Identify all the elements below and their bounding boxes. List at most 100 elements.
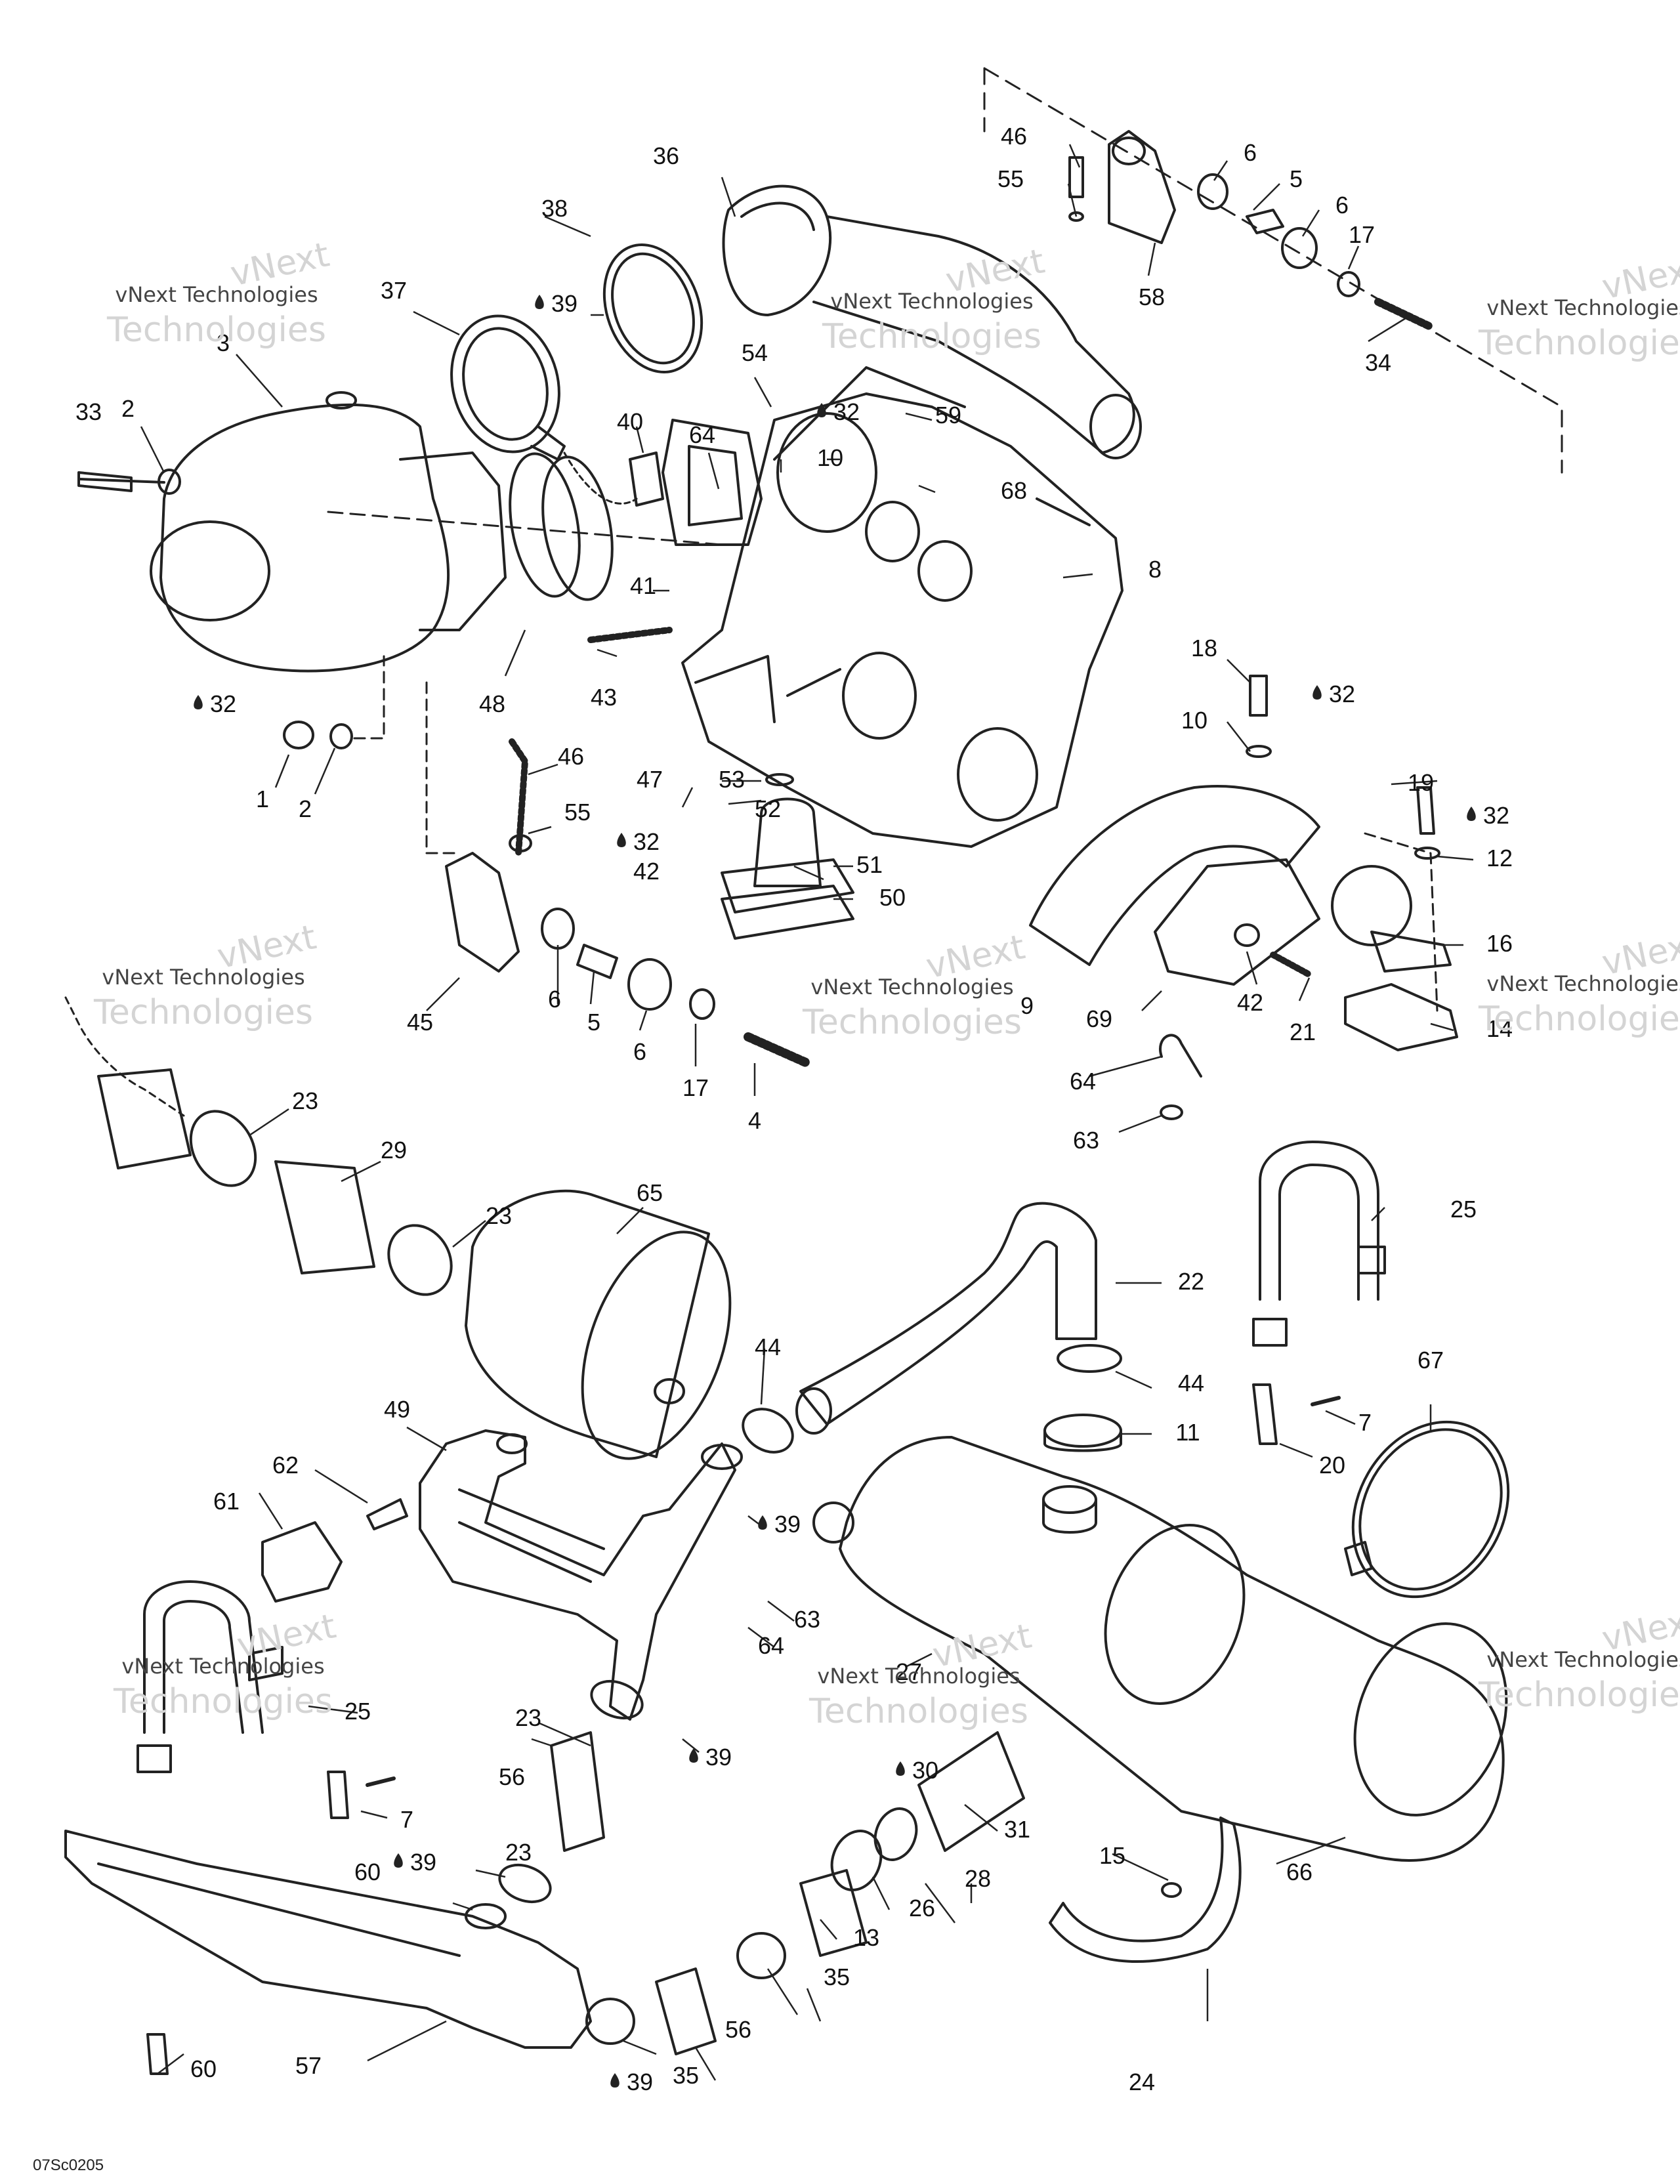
callout-58: 58 xyxy=(1139,284,1165,310)
callout-7: 7 xyxy=(400,1806,413,1833)
pipe-57 xyxy=(64,1830,592,2049)
callout-17: 17 xyxy=(1349,221,1375,248)
silencer-drum xyxy=(465,1189,710,1458)
callout-48: 48 xyxy=(479,690,505,717)
callout-numbers: 1223455666677891010111213141516171718192… xyxy=(75,123,1513,2095)
callout-55: 55 xyxy=(998,165,1024,192)
sealant-drop-icon xyxy=(896,1761,905,1776)
callout-35: 35 xyxy=(673,2062,699,2089)
callout-23: 23 xyxy=(505,1839,532,1866)
callout-22: 22 xyxy=(1178,1268,1204,1295)
watermark-line2: Technologies xyxy=(113,1682,333,1721)
parts-linework xyxy=(64,67,1563,2075)
callout-45: 45 xyxy=(407,1009,433,1036)
callout-65: 65 xyxy=(637,1179,663,1206)
callout-14: 14 xyxy=(1486,1015,1513,1042)
watermark-line1: vNext Technologies xyxy=(830,289,1033,314)
sealant-drop-icon xyxy=(617,833,626,847)
watermark-line1: vNext Technologies xyxy=(1486,295,1680,320)
watermark-line1: vNext Technologies xyxy=(121,1654,324,1679)
sealant-drop-icon xyxy=(194,695,203,709)
callout-53: 53 xyxy=(719,766,745,793)
watermark-line2: Technologies xyxy=(822,317,1041,356)
callout-leaders xyxy=(140,144,1474,2081)
callout-17: 17 xyxy=(682,1074,709,1101)
callout-68: 68 xyxy=(1001,477,1027,504)
callout-39: 39 xyxy=(410,1849,436,1876)
sealant-drop-icon xyxy=(817,403,826,417)
callout-66: 66 xyxy=(1286,1858,1312,1885)
callout-3: 3 xyxy=(217,329,230,356)
callout-4: 4 xyxy=(748,1107,761,1134)
callout-12: 12 xyxy=(1486,845,1513,872)
callout-18: 18 xyxy=(1191,635,1217,662)
intake-elbow xyxy=(722,184,832,316)
callout-51: 51 xyxy=(856,851,883,878)
vband-clamp xyxy=(450,314,560,453)
watermark-line2: Technologies xyxy=(93,993,313,1032)
callout-62: 62 xyxy=(272,1452,299,1479)
callout-31: 31 xyxy=(1004,1816,1030,1843)
callout-46: 46 xyxy=(558,743,584,770)
belt-guard xyxy=(1029,785,1320,966)
callout-28: 28 xyxy=(965,1865,991,1892)
callout-50: 50 xyxy=(879,884,906,911)
callout-23: 23 xyxy=(292,1087,318,1114)
callout-15: 15 xyxy=(1099,1842,1125,1869)
callout-25: 25 xyxy=(1450,1196,1477,1223)
callout-6: 6 xyxy=(1335,192,1349,219)
gasket-ring xyxy=(602,243,704,373)
callout-59: 59 xyxy=(935,402,961,429)
callout-63: 63 xyxy=(1073,1127,1099,1154)
callout-7: 7 xyxy=(1358,1409,1372,1436)
callout-23: 23 xyxy=(515,1704,541,1731)
sealant-drop-icon xyxy=(689,1748,698,1763)
callout-27: 27 xyxy=(896,1658,922,1685)
callout-35: 35 xyxy=(824,1964,850,1990)
callout-26: 26 xyxy=(909,1895,935,1922)
watermark-line2: Technologies xyxy=(1478,999,1680,1039)
callout-32: 32 xyxy=(633,828,660,855)
watermark-line1: vNext Technologies xyxy=(1486,971,1680,996)
callout-39: 39 xyxy=(774,1511,801,1538)
callout-16: 16 xyxy=(1486,930,1513,957)
callout-21: 21 xyxy=(1290,1018,1316,1045)
callout-47: 47 xyxy=(637,766,663,793)
callout-38: 38 xyxy=(541,195,568,222)
callout-29: 29 xyxy=(381,1137,407,1164)
engine-block xyxy=(681,392,1124,848)
watermark-line2: Technologies xyxy=(106,310,326,350)
callout-42: 42 xyxy=(633,858,660,885)
callout-24: 24 xyxy=(1129,2068,1155,2095)
callout-33: 33 xyxy=(75,398,102,425)
callout-60: 60 xyxy=(354,1858,381,1885)
callout-5: 5 xyxy=(1290,165,1303,192)
callout-41: 41 xyxy=(630,572,656,599)
callout-64: 64 xyxy=(689,421,715,448)
callout-52: 52 xyxy=(755,795,781,822)
callout-42: 42 xyxy=(1237,989,1263,1016)
watermark-line1: vNext Technologies xyxy=(1486,1647,1680,1672)
sealant-drop-icon xyxy=(394,1853,403,1868)
callout-32: 32 xyxy=(210,690,236,717)
callout-2: 2 xyxy=(121,395,135,422)
callout-56: 56 xyxy=(499,1763,525,1790)
watermark-line2: Technologies xyxy=(808,1692,1028,1731)
sealant-drop-icon xyxy=(758,1515,767,1530)
watermark-line1: vNext Technologies xyxy=(102,965,304,990)
sealant-drop-icon xyxy=(535,295,544,309)
callout-40: 40 xyxy=(617,408,643,435)
callout-49: 49 xyxy=(384,1396,410,1423)
callout-69: 69 xyxy=(1086,1005,1112,1032)
callout-64: 64 xyxy=(758,1632,784,1659)
callout-39: 39 xyxy=(705,1744,732,1771)
watermark-line1: vNext Technologies xyxy=(817,1664,1020,1689)
callout-64: 64 xyxy=(1070,1068,1096,1095)
sealant-drop-icon xyxy=(1312,685,1322,700)
figure-code: 07Sc0205 xyxy=(33,2156,104,2174)
callout-23: 23 xyxy=(486,1202,512,1229)
callout-39: 39 xyxy=(627,2068,653,2095)
callout-5: 5 xyxy=(587,1009,600,1036)
watermark-line2: Technologies xyxy=(802,1003,1022,1042)
callout-19: 19 xyxy=(1408,769,1434,796)
